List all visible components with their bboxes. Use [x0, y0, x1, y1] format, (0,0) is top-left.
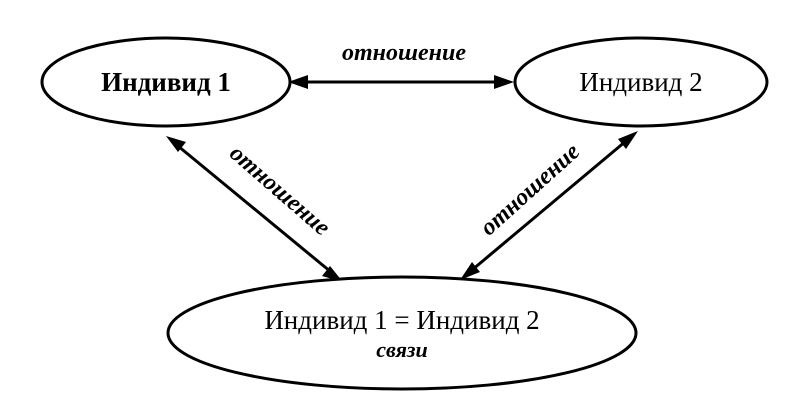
edge-top-arrow-right [494, 75, 514, 89]
edge-right-arrow-top [618, 131, 638, 149]
node-individual-1-ellipse [40, 36, 292, 128]
edge-left-arrow-top [166, 136, 186, 152]
edge-left-line [177, 144, 332, 274]
edge-right [460, 131, 638, 280]
edge-left-label: отношение [224, 140, 335, 241]
node-individual-1: Индивид 1 [40, 36, 292, 128]
node-individual-2-label: Индивид 2 [579, 67, 702, 97]
node-individual-2: Индивид 2 [513, 36, 769, 128]
edge-right-line [471, 139, 627, 272]
edge-top [288, 75, 514, 89]
node-individual-2-ellipse [513, 36, 769, 128]
node-connection-ellipse [166, 275, 638, 391]
edge-right-arrow-bottom [460, 262, 480, 280]
node-connection-sublabel: связи [376, 337, 427, 362]
node-individual-1-label: Индивид 1 [101, 67, 231, 97]
node-connection: Индивид 1 = Индивид 2 связи [166, 275, 638, 391]
edge-top-arrow-left [288, 75, 308, 89]
node-connection-label: Индивид 1 = Индивид 2 [264, 305, 539, 335]
edge-top-label: отношение [342, 40, 466, 66]
